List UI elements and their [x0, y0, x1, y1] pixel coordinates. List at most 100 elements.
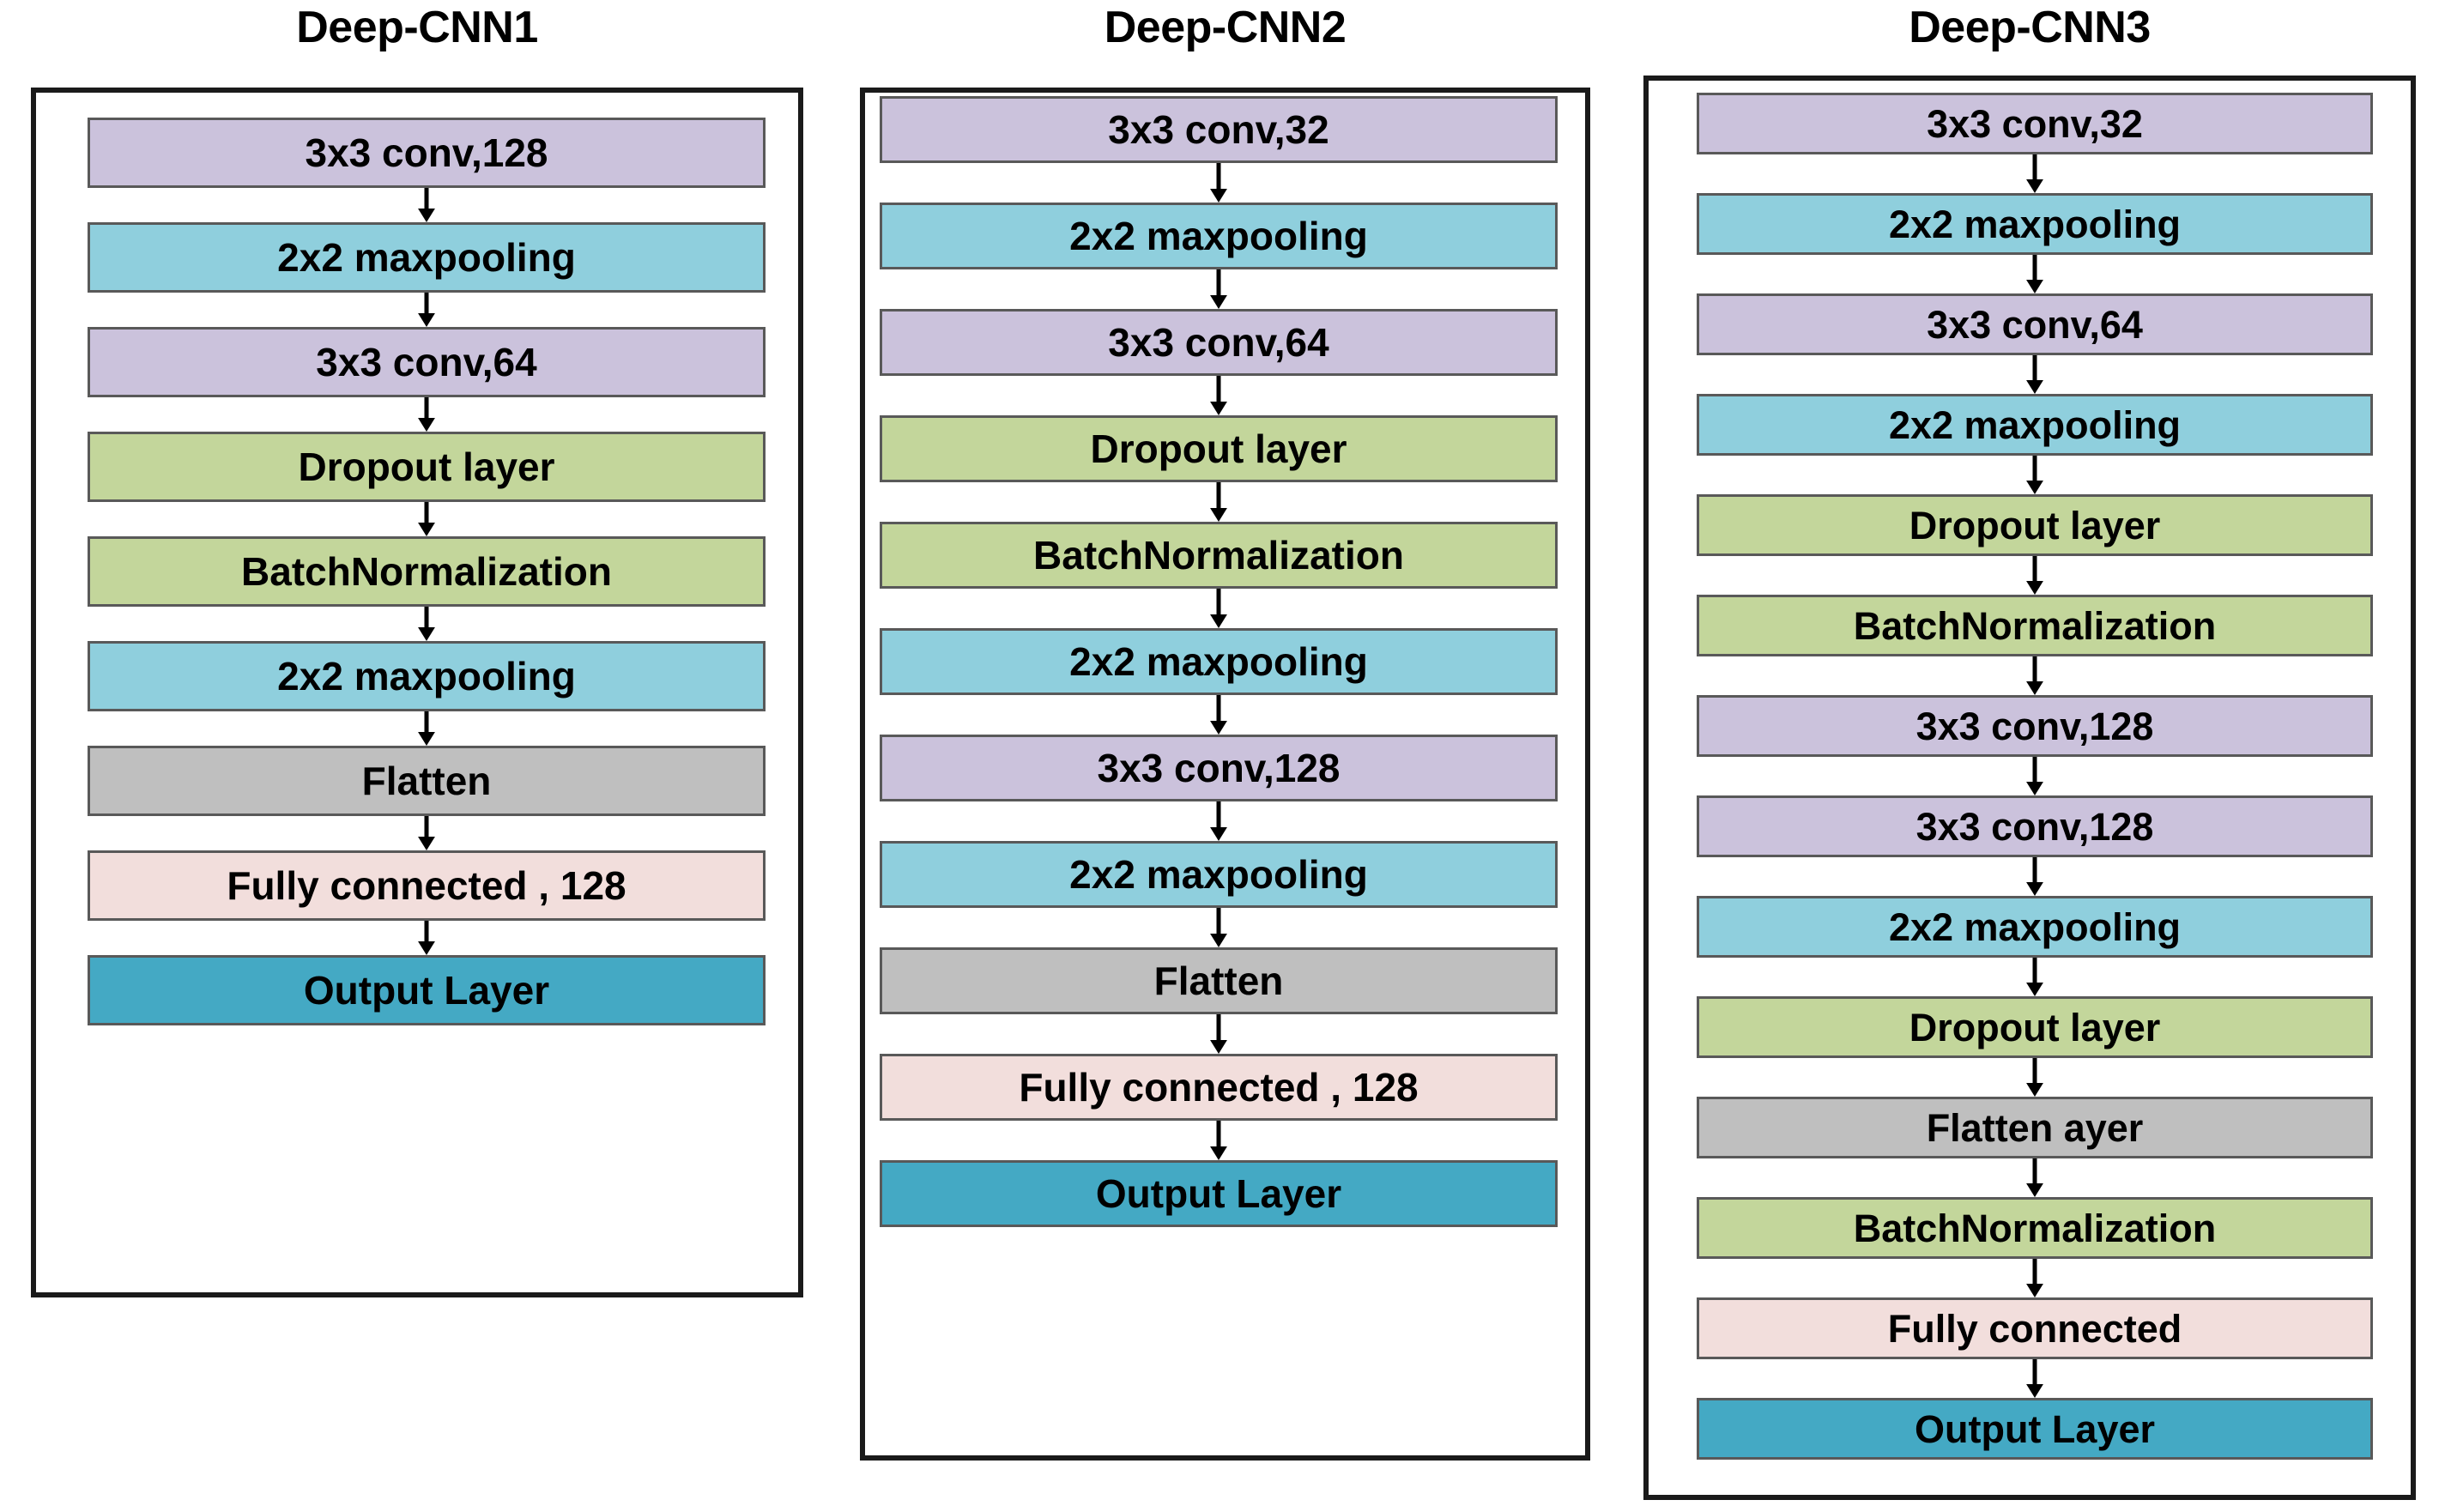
layer-label: Output Layer: [303, 968, 550, 1013]
layer-box-output: Output Layer: [880, 1160, 1558, 1227]
layer-box-regularization: Dropout layer: [88, 432, 766, 502]
layer-box-regularization: BatchNormalization: [1697, 1197, 2373, 1259]
layer-box-maxpool: 2x2 maxpooling: [880, 203, 1558, 269]
flow-arrow: [1201, 908, 1236, 947]
layer-label: Fully connected , 128: [1019, 1065, 1419, 1110]
flow-arrow: [2018, 255, 2052, 293]
layer-label: 2x2 maxpooling: [277, 235, 576, 280]
layer-box-maxpool: 2x2 maxpooling: [1697, 394, 2373, 456]
layer-box-output: Output Layer: [1697, 1398, 2373, 1460]
column-title-deep-cnn3: Deep-CNN3: [1909, 3, 2151, 52]
layer-box-conv: 3x3 conv,128: [1697, 795, 2373, 857]
flow-arrow: [1201, 163, 1236, 203]
flow-arrow: [2018, 355, 2052, 394]
layer-box-regularization: Dropout layer: [1697, 494, 2373, 556]
layer-box-maxpool: 2x2 maxpooling: [880, 841, 1558, 908]
flow-arrow: [409, 397, 444, 432]
layer-box-conv: 3x3 conv,64: [1697, 293, 2373, 355]
layer-box-maxpool: 2x2 maxpooling: [1697, 896, 2373, 958]
flow-arrow: [2018, 857, 2052, 896]
layer-label: Flatten ayer: [1926, 1105, 2144, 1150]
layer-label: BatchNormalization: [1033, 533, 1404, 578]
layer-label: 2x2 maxpooling: [1888, 202, 2182, 246]
layer-label: BatchNormalization: [241, 549, 612, 594]
layer-label: 2x2 maxpooling: [1069, 639, 1368, 684]
flow-arrow: [2018, 1259, 2052, 1297]
layer-label: 3x3 conv,128: [1915, 804, 2154, 849]
flow-arrow: [2018, 556, 2052, 595]
layer-box-maxpool: 2x2 maxpooling: [880, 628, 1558, 695]
layer-box-conv: 3x3 conv,128: [88, 118, 766, 188]
flow-arrow: [1201, 801, 1236, 841]
layer-label: 3x3 conv,32: [1108, 107, 1329, 152]
layer-box-flatten: Flatten: [88, 746, 766, 816]
layer-box-dense: Fully connected , 128: [880, 1054, 1558, 1121]
flow-arrow: [409, 816, 444, 850]
column-title-deep-cnn2: Deep-CNN2: [1104, 3, 1347, 52]
layer-label: Flatten: [361, 759, 492, 803]
layer-box-maxpool: 2x2 maxpooling: [88, 641, 766, 711]
flow-arrow: [2018, 757, 2052, 795]
layer-label: 3x3 conv,128: [1097, 746, 1341, 790]
layer-label: 2x2 maxpooling: [1888, 904, 2182, 949]
flow-arrow: [2018, 1158, 2052, 1197]
layer-box-dense: Fully connected: [1697, 1297, 2373, 1359]
layer-box-conv: 3x3 conv,128: [1697, 695, 2373, 757]
layer-box-regularization: BatchNormalization: [1697, 595, 2373, 656]
layer-box-output: Output Layer: [88, 955, 766, 1025]
layer-label: 3x3 conv,64: [1108, 320, 1329, 365]
flow-arrow: [1201, 376, 1236, 415]
layer-label: Output Layer: [1914, 1406, 2156, 1451]
layer-box-regularization: Dropout layer: [880, 415, 1558, 482]
layer-label: Fully connected , 128: [227, 863, 626, 908]
layer-box-regularization: BatchNormalization: [880, 522, 1558, 589]
layer-label: 3x3 conv,128: [305, 130, 548, 175]
layer-box-regularization: Dropout layer: [1697, 996, 2373, 1058]
flow-arrow: [2018, 1058, 2052, 1097]
layer-label: BatchNormalization: [1853, 603, 2217, 648]
layer-label: Dropout layer: [298, 445, 555, 489]
layer-box-flatten: Flatten ayer: [1697, 1097, 2373, 1158]
flow-arrow: [2018, 656, 2052, 695]
layer-box-maxpool: 2x2 maxpooling: [1697, 193, 2373, 255]
layer-label: BatchNormalization: [1853, 1206, 2217, 1250]
layer-label: 3x3 conv,32: [1927, 101, 2143, 146]
layer-label: 3x3 conv,64: [1927, 302, 2143, 347]
layer-label: Dropout layer: [1909, 1005, 2161, 1049]
layer-box-conv: 3x3 conv,32: [880, 96, 1558, 163]
flow-arrow: [2018, 154, 2052, 193]
layer-label: 3x3 conv,64: [316, 340, 537, 384]
flow-arrow: [409, 711, 444, 746]
flow-arrow: [409, 607, 444, 641]
flow-arrow: [1201, 269, 1236, 309]
column-title-deep-cnn1: Deep-CNN1: [296, 3, 538, 52]
layer-label: 2x2 maxpooling: [277, 654, 576, 699]
layer-label: 2x2 maxpooling: [1888, 402, 2182, 447]
flow-arrow: [1201, 1121, 1236, 1160]
layer-label: 3x3 conv,128: [1915, 704, 2154, 748]
layer-label: Dropout layer: [1090, 426, 1347, 471]
layer-box-conv: 3x3 conv,64: [880, 309, 1558, 376]
layer-box-flatten: Flatten: [880, 947, 1558, 1014]
layer-box-conv: 3x3 conv,64: [88, 327, 766, 397]
flow-arrow: [1201, 589, 1236, 628]
flow-arrow: [2018, 958, 2052, 996]
flow-arrow: [2018, 456, 2052, 494]
layer-label: Flatten: [1153, 959, 1284, 1003]
flow-arrow: [409, 921, 444, 955]
flow-arrow: [1201, 482, 1236, 522]
layer-stack-deep-cnn3: 3x3 conv,32 2x2 maxpooling 3x3 conv,64 2x2 …: [1613, 0, 2439, 1512]
layer-box-conv: 3x3 conv,32: [1697, 93, 2373, 154]
flow-arrow: [1201, 695, 1236, 735]
flow-arrow: [2018, 1359, 2052, 1398]
flow-arrow: [1201, 1014, 1236, 1054]
layer-label: 2x2 maxpooling: [1069, 852, 1368, 897]
layer-label: 2x2 maxpooling: [1069, 214, 1368, 258]
layer-label: Fully connected: [1887, 1306, 2182, 1351]
